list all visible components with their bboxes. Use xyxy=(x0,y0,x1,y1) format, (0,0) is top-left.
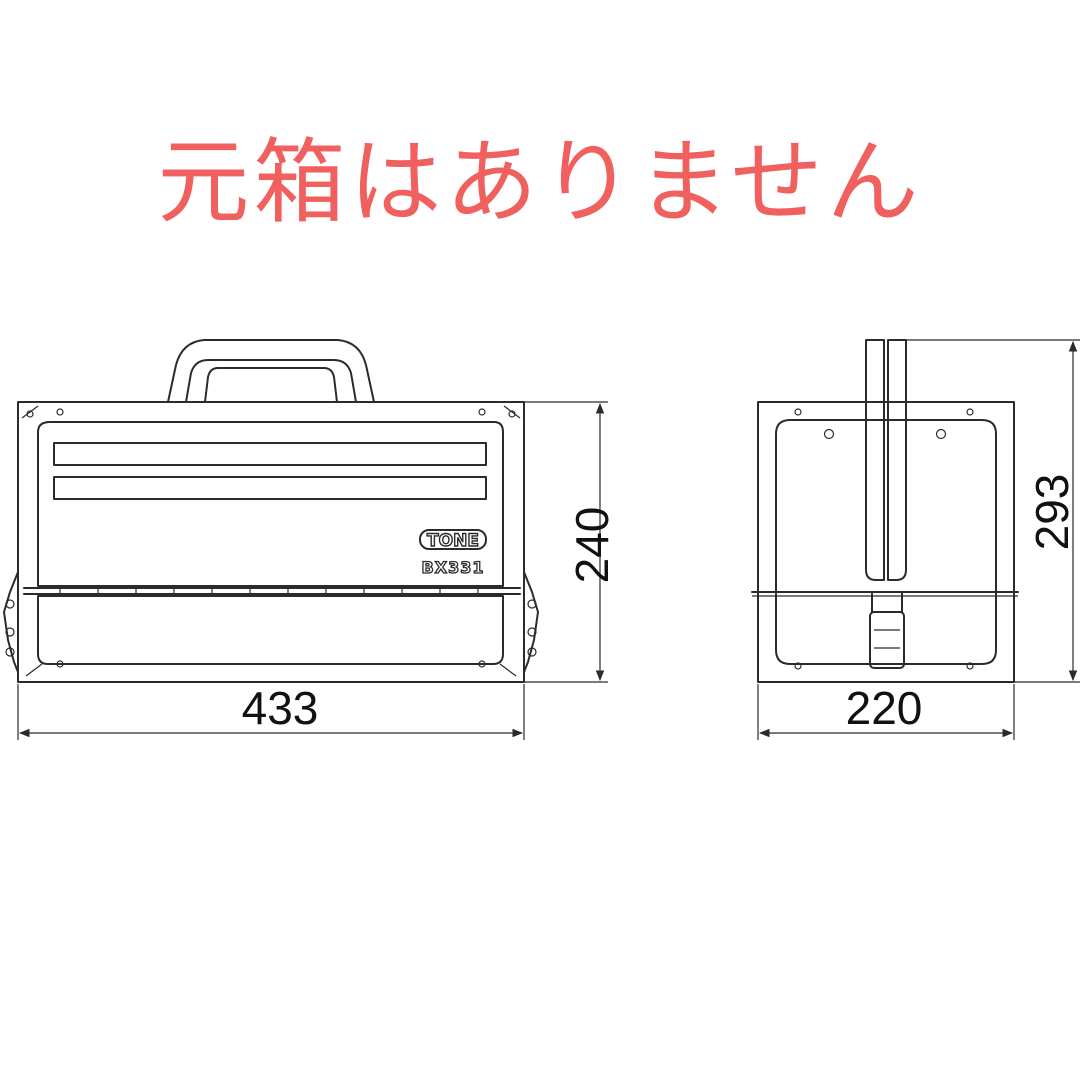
front-handle xyxy=(167,339,375,403)
model-number-text: BX331 xyxy=(422,558,485,577)
side-inner-panel xyxy=(775,419,997,665)
front-right-latch xyxy=(523,571,539,673)
width-433-label: 433 xyxy=(242,682,319,734)
front-slot-lower xyxy=(53,476,487,500)
front-lid-panel xyxy=(37,421,504,587)
front-height-dimension: 240 xyxy=(524,401,618,683)
brand-logo-text: TONE xyxy=(427,531,479,551)
brand-logo-plate xyxy=(419,529,487,550)
front-view: TONE BX331 xyxy=(3,339,539,683)
front-width-dimension: 433 xyxy=(17,682,525,740)
side-height-dimension: 293 xyxy=(906,339,1080,683)
front-body-outline xyxy=(17,401,525,683)
height-240-label: 240 xyxy=(566,507,618,584)
depth-220-label: 220 xyxy=(846,682,923,734)
front-tray-lip xyxy=(23,587,521,595)
side-handle xyxy=(865,339,907,669)
side-depth-dimension: 220 xyxy=(757,682,1015,740)
side-view xyxy=(751,339,1019,683)
side-screws xyxy=(794,408,974,670)
front-tray-panel xyxy=(37,595,504,665)
front-left-latch xyxy=(3,571,19,673)
side-body-outline xyxy=(757,401,1015,683)
height-293-label: 293 xyxy=(1026,474,1078,551)
front-corner-screws xyxy=(21,405,521,677)
no-original-box-notice: 元箱はありません xyxy=(157,129,923,236)
front-slot-upper xyxy=(53,442,487,466)
